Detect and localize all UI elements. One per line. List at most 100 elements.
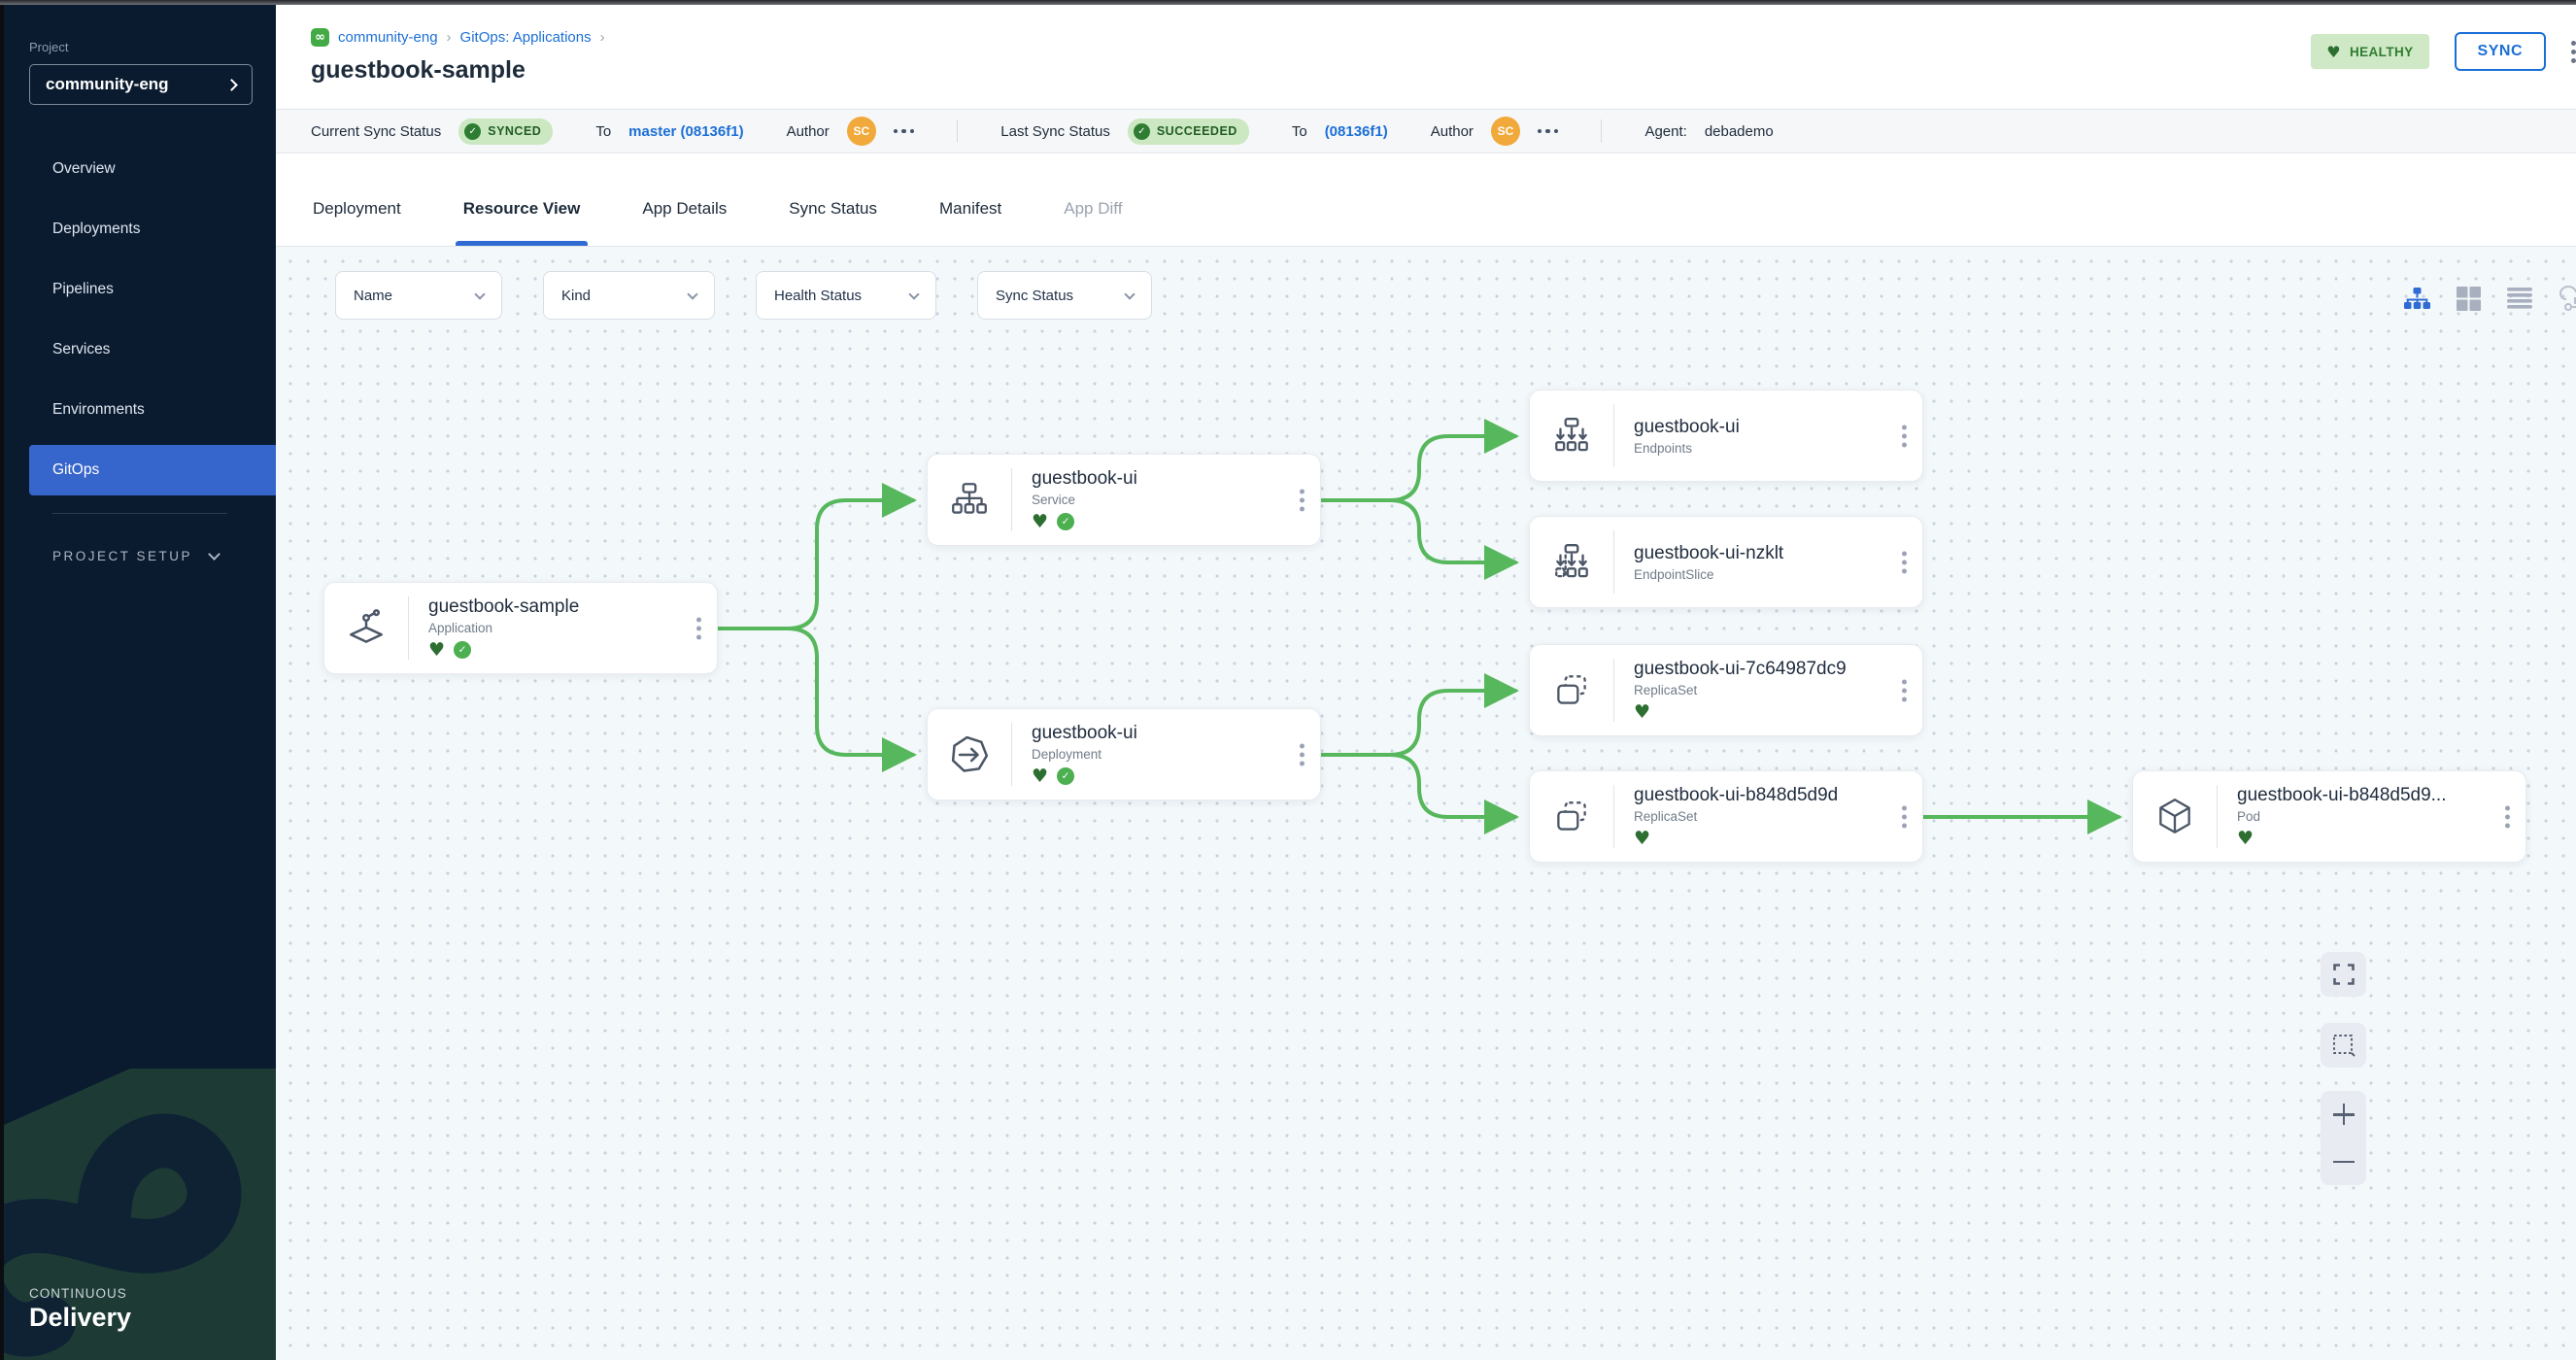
- succeeded-badge-label: SUCCEEDED: [1156, 124, 1237, 138]
- node-title: guestbook-ui-b848d5d9d: [1634, 785, 1839, 805]
- filter-bar: Name Kind Health Status Sync Status: [335, 271, 1152, 320]
- tab-app-details[interactable]: App Details: [642, 199, 728, 218]
- zoom-out-button[interactable]: [2321, 1139, 2366, 1186]
- sidebar-item-label: GitOps: [52, 461, 100, 478]
- current-commit-link[interactable]: master (08136f1): [628, 122, 744, 140]
- sidebar-nav: Overview Deployments Pipelines Services …: [4, 144, 276, 495]
- synced-check-icon: ✓: [1057, 767, 1075, 785]
- node-title: guestbook-ui: [1032, 468, 1137, 489]
- author-label: Author: [1430, 122, 1474, 140]
- healthy-heart-icon: ♥: [2237, 827, 2254, 849]
- tab-app-diff: App Diff: [1064, 199, 1123, 218]
- node-endpointslice-guestbook-ui-nzklt[interactable]: guestbook-ui-nzklt EndpointSlice: [1529, 516, 1923, 608]
- sidebar-item-overview[interactable]: Overview: [4, 144, 276, 194]
- marquee-select-button[interactable]: [2321, 1023, 2366, 1068]
- node-service-guestbook-ui[interactable]: guestbook-ui Service ♥ ✓: [927, 454, 1321, 546]
- sidebar-item-environments[interactable]: Environments: [4, 385, 276, 435]
- healthy-heart-icon: ♥: [428, 638, 446, 661]
- healthy-heart-icon: ♥: [1634, 827, 1651, 849]
- node-replicaset-guestbook-ui-b848d5d9d[interactable]: guestbook-ui-b848d5d9d ReplicaSet ♥: [1529, 770, 1923, 863]
- node-menu-icon[interactable]: [1902, 551, 1907, 573]
- sync-status-bar: Current Sync Status ✓ SYNCED To master (…: [276, 109, 2576, 153]
- plus-icon: [2332, 1104, 2355, 1126]
- node-menu-icon[interactable]: [1300, 489, 1305, 511]
- node-menu-icon[interactable]: [1902, 805, 1907, 828]
- node-menu-icon[interactable]: [1902, 425, 1907, 447]
- sidebar-item-gitops[interactable]: GitOps: [29, 445, 276, 495]
- node-title: guestbook-sample: [428, 596, 580, 617]
- sidebar-item-services[interactable]: Services: [4, 324, 276, 375]
- agent-label: Agent:: [1644, 122, 1687, 140]
- fit-to-screen-button[interactable]: [2321, 952, 2366, 997]
- tab-sync-status[interactable]: Sync Status: [789, 199, 878, 218]
- filter-label: Health Status: [774, 287, 863, 304]
- node-menu-icon[interactable]: [2505, 805, 2510, 828]
- zoom-pill: [2321, 1091, 2366, 1185]
- check-icon: ✓: [464, 122, 482, 140]
- node-menu-icon[interactable]: [1300, 743, 1305, 765]
- filter-name[interactable]: Name: [335, 271, 502, 320]
- minus-icon: [2332, 1160, 2355, 1163]
- more-options-icon[interactable]: [2571, 40, 2576, 63]
- project-name: community-eng: [46, 75, 169, 93]
- check-icon: ✓: [1133, 122, 1150, 140]
- tab-manifest[interactable]: Manifest: [939, 199, 1002, 218]
- filter-health-status[interactable]: Health Status: [756, 271, 936, 320]
- more-options-icon[interactable]: [1537, 128, 1559, 134]
- filter-label: Kind: [561, 287, 592, 304]
- filter-label: Sync Status: [996, 287, 1074, 304]
- project-setup-label: PROJECT SETUP: [52, 549, 193, 563]
- resource-graph-canvas[interactable]: Name Kind Health Status Sync Status: [276, 247, 2576, 1360]
- project-selector[interactable]: community-eng: [29, 64, 253, 105]
- node-kind: EndpointSlice: [1634, 566, 1714, 582]
- sync-button[interactable]: SYNC: [2454, 32, 2546, 71]
- list-view-icon[interactable]: [2507, 288, 2532, 309]
- more-options-icon[interactable]: [893, 128, 915, 134]
- divider: [957, 119, 959, 143]
- sidebar-divider: [52, 513, 227, 514]
- healthy-heart-icon: ♥: [1032, 765, 1049, 787]
- brand-corner: [4, 1069, 130, 1125]
- node-menu-icon[interactable]: [696, 617, 701, 639]
- author-avatar[interactable]: SC: [846, 117, 876, 146]
- last-commit-link[interactable]: (08136f1): [1324, 122, 1388, 140]
- canvas-controls: [2321, 247, 2367, 1360]
- node-replicaset-guestbook-ui-7c64987dc9[interactable]: guestbook-ui-7c64987dc9 ReplicaSet ♥: [1529, 644, 1923, 736]
- tab-deployment[interactable]: Deployment: [313, 199, 401, 218]
- healthy-heart-icon: ♥: [1032, 510, 1049, 532]
- sidebar-item-pipelines[interactable]: Pipelines: [4, 264, 276, 315]
- chevron-down-icon: [687, 288, 698, 300]
- filter-kind[interactable]: Kind: [543, 271, 715, 320]
- replicaset-icon: [1557, 800, 1586, 831]
- grid-view-icon[interactable]: [2457, 286, 2481, 311]
- project-setup-toggle[interactable]: PROJECT SETUP: [52, 548, 276, 563]
- node-kind: Service: [1032, 493, 1076, 507]
- node-kind: ReplicaSet: [1634, 809, 1698, 824]
- endpoints-icon: [1555, 417, 1588, 451]
- author-avatar[interactable]: SC: [1490, 117, 1520, 146]
- healthy-heart-icon: ♥: [1634, 700, 1651, 723]
- sidebar-item-deployments[interactable]: Deployments: [4, 204, 276, 255]
- tab-resource-view[interactable]: Resource View: [455, 199, 588, 246]
- view-toggles: [2382, 284, 2576, 313]
- breadcrumb-link-project[interactable]: community-eng: [338, 29, 438, 46]
- brand-line1: CONTINUOUS: [29, 1286, 127, 1301]
- node-kind: ReplicaSet: [1634, 683, 1698, 697]
- node-menu-icon[interactable]: [1902, 679, 1907, 701]
- author-label: Author: [786, 122, 830, 140]
- zoom-in-button[interactable]: [2321, 1091, 2366, 1139]
- node-deployment-guestbook-ui[interactable]: guestbook-ui Deployment ♥ ✓: [927, 708, 1321, 800]
- network-map-icon[interactable]: [2559, 284, 2576, 313]
- tab-bar: Deployment Resource View App Details Syn…: [276, 153, 2576, 247]
- chevron-down-icon: [208, 548, 220, 561]
- sidebar-item-label: Services: [52, 341, 111, 357]
- node-endpoints-guestbook-ui[interactable]: guestbook-ui Endpoints: [1529, 390, 1923, 482]
- synced-badge: ✓ SYNCED: [458, 118, 554, 145]
- filter-sync-status[interactable]: Sync Status: [977, 271, 1152, 320]
- tree-view-icon[interactable]: [2404, 287, 2430, 310]
- breadcrumb: ∞ community-eng › GitOps: Applications ›: [311, 28, 2576, 47]
- breadcrumb-link-applications[interactable]: GitOps: Applications: [459, 29, 592, 46]
- node-kind: Pod: [2237, 809, 2261, 824]
- node-application-guestbook-sample[interactable]: guestbook-sample Application ♥ ✓: [323, 582, 718, 674]
- node-pod-guestbook-ui-b848d5d9[interactable]: guestbook-ui-b848d5d9... Pod ♥: [2132, 770, 2526, 863]
